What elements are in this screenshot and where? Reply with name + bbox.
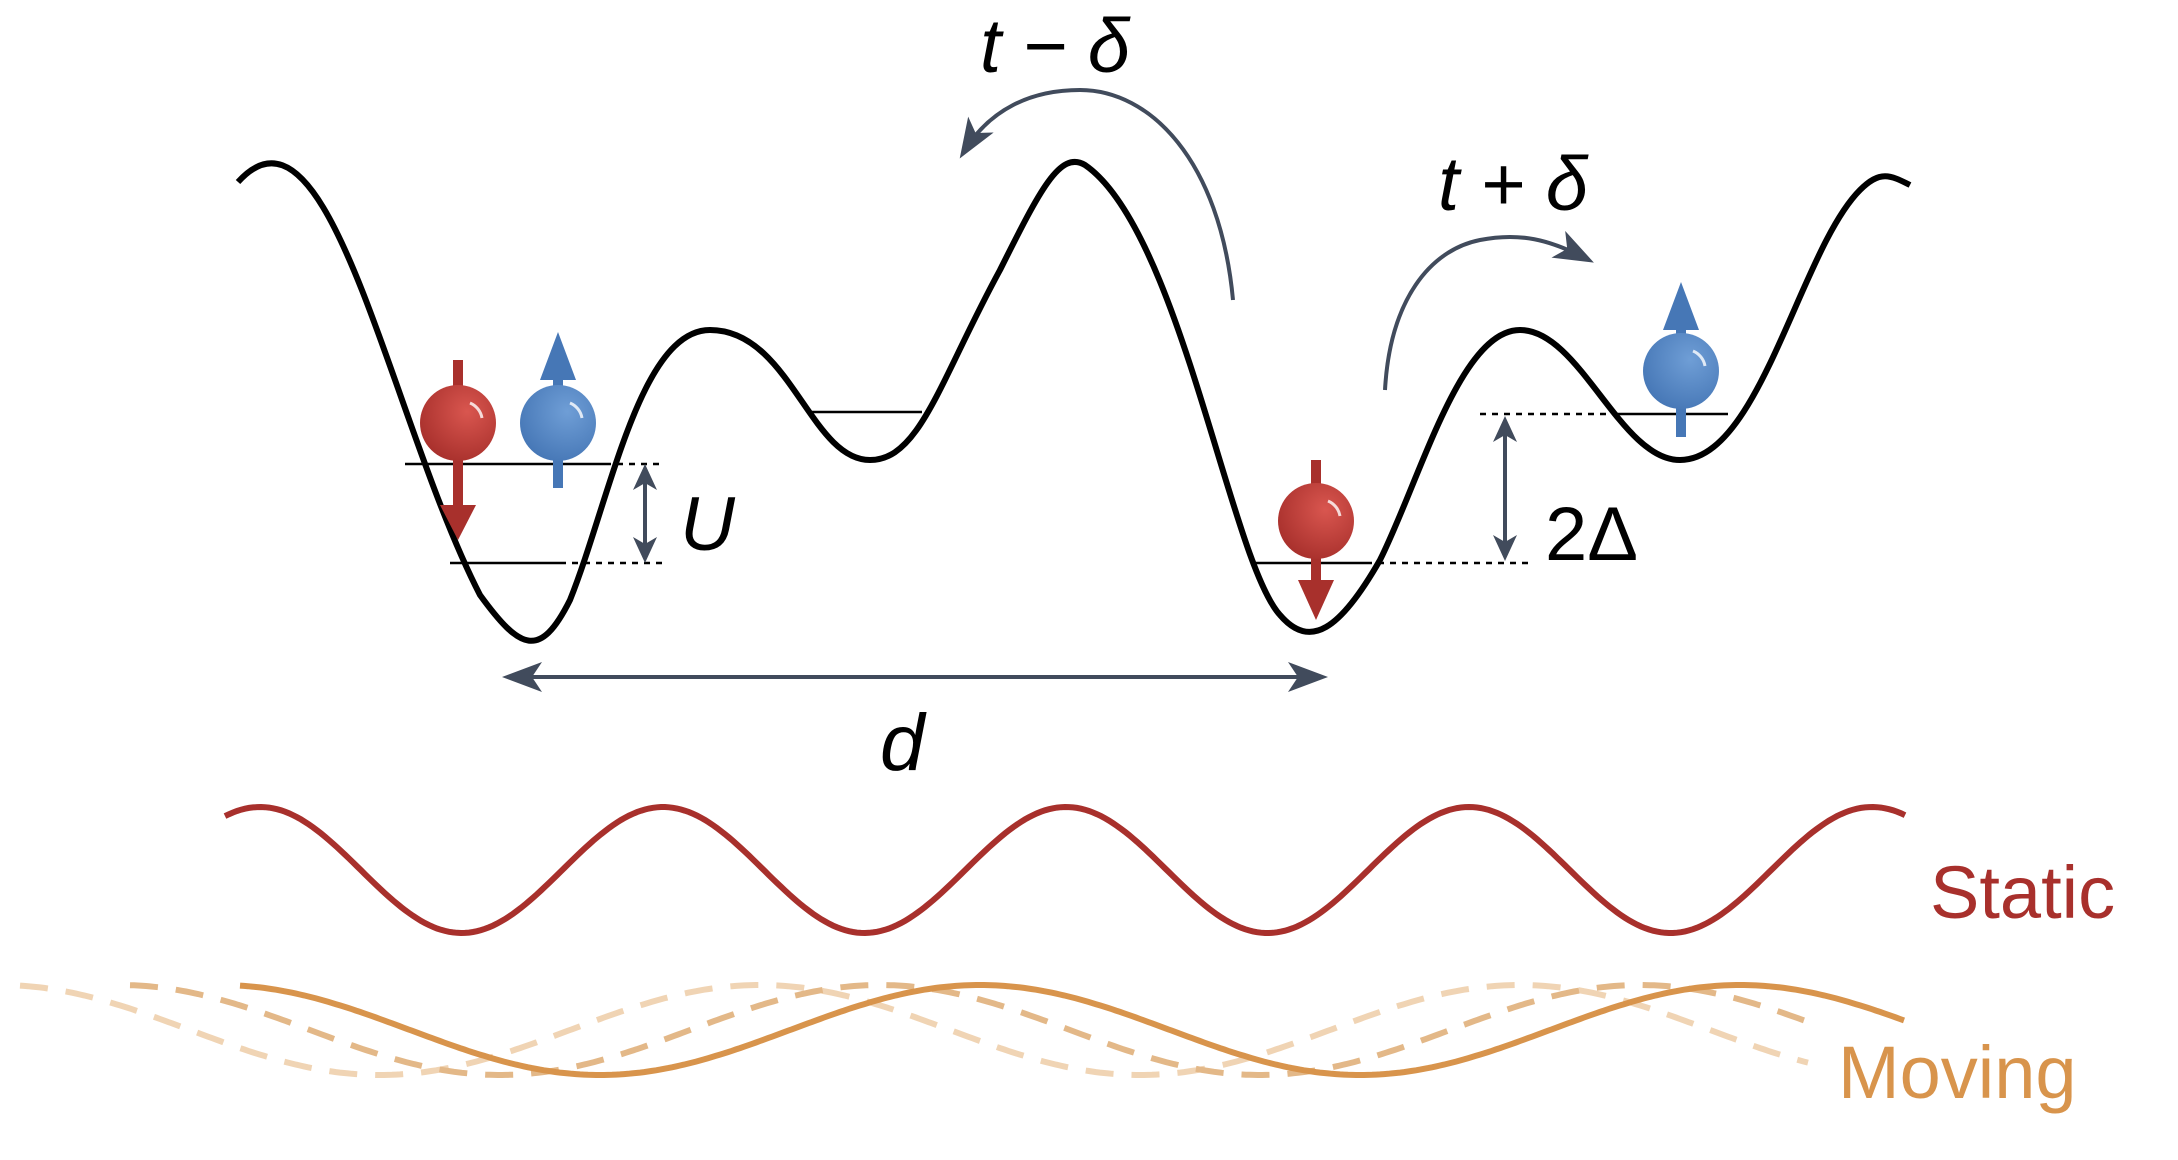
moving-lattice-wave-mid [129, 982, 1812, 1078]
spin-down-center [1278, 460, 1354, 620]
potential-curve [235, 158, 1912, 644]
spin-up-right [1643, 282, 1719, 437]
spin-down-left [420, 360, 496, 540]
u-label: U [680, 482, 736, 567]
hop-left-label: t − δ [980, 4, 1131, 89]
spacing-label: d [880, 698, 927, 787]
moving-lattice-wave [239, 982, 1905, 1078]
tilt-label: 2Δ [1545, 492, 1638, 577]
energy-levels [405, 410, 1728, 565]
hop-right-label: t + δ [1438, 142, 1589, 227]
hop-right-arrow [1383, 230, 1594, 391]
spin-up-left [520, 332, 596, 488]
hop-left-arrow [959, 87, 1235, 301]
static-lattice-wave [223, 803, 1907, 937]
moving-label: Moving [1838, 1031, 2077, 1114]
static-label: Static [1930, 851, 2115, 934]
moving-lattice-wave-faded [19, 982, 1809, 1078]
